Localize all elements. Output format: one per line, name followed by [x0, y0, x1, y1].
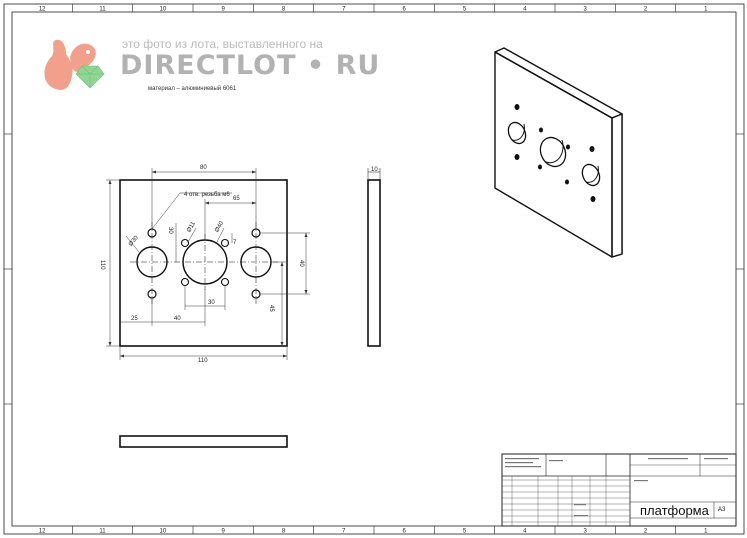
- dim-dia-center: Ø40: [214, 220, 225, 233]
- zone-labels-top: 12 11 10 9 8 7 6 5 4 3 2 1: [39, 7, 708, 13]
- dim-80: 80: [200, 165, 207, 171]
- zone-label: 4: [523, 529, 527, 535]
- zone-label: 9: [221, 529, 225, 535]
- dimension-arrows: [108, 170, 308, 358]
- zone-label: 6: [402, 7, 406, 13]
- zone-label: 9: [221, 7, 225, 13]
- watermark-text: это фото из лота, выставленного на: [122, 37, 323, 51]
- zone-label: 5: [463, 529, 467, 535]
- dim-30-vertical: 30: [167, 227, 173, 234]
- zone-label: 3: [583, 529, 587, 535]
- sheet-format: А3: [718, 507, 726, 513]
- zone-label: 6: [402, 529, 406, 535]
- zone-label: 7: [342, 7, 346, 13]
- title-block-tiny-text: [505, 458, 728, 517]
- plate-outline: [119, 179, 288, 347]
- zone-label: 7: [342, 529, 346, 535]
- front-view: [119, 179, 288, 347]
- dim-110-height: 110: [99, 260, 105, 270]
- zone-label: 4: [523, 7, 527, 13]
- zone-label: 12: [39, 529, 46, 535]
- squirrel-logo-icon: [44, 39, 105, 90]
- dim-25: 25: [131, 316, 138, 322]
- callout-thread: 4 отв. резьба м6: [184, 192, 230, 198]
- zone-label: 8: [282, 7, 286, 13]
- zone-label: 2: [644, 7, 648, 13]
- zone-label: 5: [463, 7, 467, 13]
- dim-30-bottom: 30: [208, 300, 215, 306]
- front-dimension-labels: 4 отв. резьба м6 80 65 Ø30 Ø11 Ø40 30 7 …: [99, 165, 304, 364]
- side-markers: [4, 133, 744, 405]
- zone-label: 1: [704, 529, 708, 535]
- title-block-columns: [511, 476, 607, 526]
- small-hole: [220, 238, 230, 248]
- part-name: платформа: [640, 503, 709, 518]
- zone-label: 11: [99, 529, 106, 535]
- small-hole: [220, 277, 230, 287]
- dim-45-right: 45: [268, 305, 274, 312]
- zone-label: 1: [704, 7, 708, 13]
- zone-label: 12: [39, 7, 46, 13]
- watermark-brand: DIRECTLOT • RU: [120, 50, 381, 81]
- zone-label: 10: [159, 7, 166, 13]
- zone-label: 11: [99, 7, 106, 13]
- dim-dia-left: Ø30: [128, 235, 140, 248]
- isometric-view: [494, 47, 623, 258]
- top-view: [119, 435, 288, 448]
- dim-dia-small: Ø11: [186, 220, 197, 233]
- small-hole: [180, 238, 190, 248]
- dim-65: 65: [233, 196, 240, 202]
- side-view: [367, 168, 381, 347]
- front-dimensions: [106, 168, 310, 360]
- zone-label: 3: [583, 7, 587, 13]
- dim-thickness: 10: [371, 167, 378, 173]
- zone-label: 10: [159, 529, 166, 535]
- dim-40-right: 40: [298, 260, 304, 267]
- material-note: материал – алюминиевый 6061: [148, 86, 237, 92]
- zone-labels-bottom: 12 11 10 9 8 7 6 5 4 3 2 1: [39, 529, 708, 535]
- title-block-grid: [502, 479, 630, 523]
- zone-label: 8: [282, 529, 286, 535]
- zone-ticks: [72, 4, 676, 534]
- dim-110-width: 110: [198, 358, 208, 364]
- dim-40-bottom: 40: [174, 316, 181, 322]
- zone-label: 2: [644, 529, 648, 535]
- title-block: [501, 453, 737, 527]
- small-hole: [180, 277, 190, 287]
- dim-7: 7: [233, 240, 237, 246]
